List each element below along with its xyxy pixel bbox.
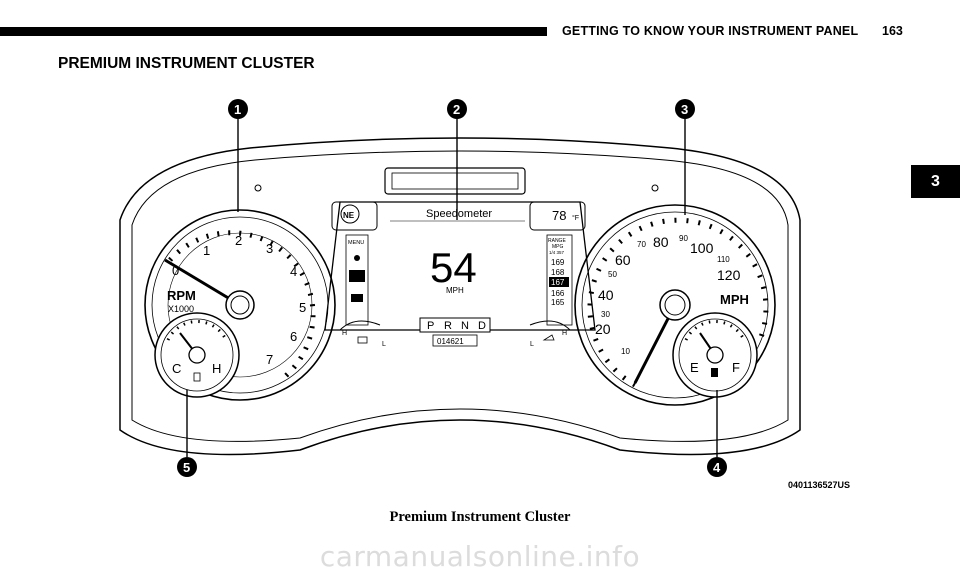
cluster-illustration: 1 2 3 4 5 6 7 0 RPM X1000 C H NE Speedom… bbox=[119, 99, 850, 490]
speed-50: 50 bbox=[608, 270, 617, 279]
left-small-gauge-high: H bbox=[342, 330, 347, 337]
gear-n: N bbox=[461, 320, 469, 332]
tach-number-2: 2 bbox=[235, 233, 242, 248]
page-number: 163 bbox=[882, 24, 903, 38]
range-value-165: 165 bbox=[551, 298, 565, 307]
oil-can-icon bbox=[354, 255, 360, 261]
speed-80: 80 bbox=[653, 234, 669, 250]
callout-1: 1 bbox=[228, 99, 248, 212]
svg-text:2: 2 bbox=[453, 102, 460, 117]
menu-selection bbox=[349, 270, 365, 282]
chapter-tab[interactable]: 3 bbox=[911, 165, 960, 198]
watermark[interactable]: carmanualsonline.info bbox=[319, 540, 641, 573]
tach-number-5: 5 bbox=[299, 300, 306, 315]
outside-temp-unit: °F bbox=[572, 214, 579, 222]
compass-heading: NE bbox=[343, 211, 355, 220]
speed-60: 60 bbox=[615, 252, 631, 268]
svg-text:5: 5 bbox=[183, 460, 190, 475]
range-value-selected: 167 bbox=[551, 278, 565, 287]
gear-r: R bbox=[444, 320, 452, 332]
speed-70: 70 bbox=[637, 240, 646, 249]
coolant-icon bbox=[193, 372, 201, 382]
range-unit: MPG bbox=[552, 244, 564, 250]
callout-2: 2 bbox=[447, 99, 467, 220]
fuel-pump-icon bbox=[711, 368, 718, 377]
callout-5: 5 bbox=[177, 390, 197, 477]
tach-unit: RPM bbox=[167, 288, 196, 303]
range-label: RANGE bbox=[548, 238, 566, 244]
temp-high-label: H bbox=[212, 361, 221, 376]
svg-text:1: 1 bbox=[234, 102, 241, 117]
temp-low-label: C bbox=[172, 361, 181, 376]
digital-speed: 54 bbox=[430, 244, 477, 291]
battery-icon bbox=[357, 336, 368, 344]
speed-20: 20 bbox=[595, 321, 611, 337]
figure-caption: Premium Instrument Cluster bbox=[389, 509, 571, 525]
center-display: NE Speedometer 78 °F MENU 54 MPH RANGE M… bbox=[324, 201, 596, 348]
range-value-169: 169 bbox=[551, 258, 565, 267]
speed-40: 40 bbox=[598, 287, 614, 303]
tach-number-3: 3 bbox=[266, 241, 273, 256]
temperature-gauge: C H bbox=[154, 312, 240, 398]
svg-text:3: 3 bbox=[681, 102, 688, 117]
display-title: Speedometer bbox=[426, 208, 492, 220]
tach-number-0: 0 bbox=[172, 263, 179, 278]
callout-4: 4 bbox=[707, 390, 727, 477]
speedometer-unit: MPH bbox=[720, 292, 749, 307]
speed-30: 30 bbox=[601, 310, 610, 319]
right-small-gauge-high: H bbox=[562, 330, 567, 337]
callout-3: 3 bbox=[675, 99, 695, 215]
odometer: 014621 bbox=[437, 337, 464, 346]
speed-100: 100 bbox=[690, 240, 714, 256]
gear-d: D bbox=[478, 320, 486, 332]
tachometer: 1 2 3 4 5 6 7 0 RPM X1000 bbox=[144, 209, 336, 401]
menu-label: MENU bbox=[348, 240, 364, 246]
tach-multiplier: X1000 bbox=[168, 304, 194, 314]
speed-110: 110 bbox=[717, 255, 730, 264]
gear-p: P bbox=[427, 320, 434, 332]
part-code: 0401136527US bbox=[788, 480, 850, 490]
speed-120: 120 bbox=[717, 267, 741, 283]
left-small-gauge-low: L bbox=[382, 341, 386, 348]
outside-temp: 78 bbox=[552, 208, 566, 223]
tach-number-7: 7 bbox=[266, 352, 273, 367]
speed-10: 10 bbox=[621, 347, 630, 356]
fuel-gauge: E F bbox=[672, 312, 758, 398]
fuel-empty-label: E bbox=[690, 360, 699, 375]
running-header: GETTING TO KNOW YOUR INSTRUMENT PANEL bbox=[562, 24, 859, 38]
range-sub: 1/4 357 bbox=[549, 250, 565, 255]
digital-speed-unit: MPH bbox=[446, 286, 464, 295]
section-title: PREMIUM INSTRUMENT CLUSTER bbox=[58, 55, 315, 72]
tach-number-4: 4 bbox=[290, 264, 297, 279]
tach-number-1: 1 bbox=[203, 243, 210, 258]
range-value-168: 168 bbox=[551, 268, 565, 277]
range-value-166: 166 bbox=[551, 289, 565, 298]
fuel-full-label: F bbox=[732, 360, 740, 375]
vehicle-icon bbox=[351, 294, 363, 302]
speed-90: 90 bbox=[679, 234, 688, 243]
instrument-cluster-figure: 1 2 3 4 5 6 7 0 RPM X1000 C H NE Speedom… bbox=[100, 90, 850, 505]
speedometer: 20 40 60 80 100 120 10 30 50 70 90 110 M… bbox=[574, 204, 776, 406]
header-rule bbox=[0, 27, 547, 36]
tach-number-6: 6 bbox=[290, 329, 297, 344]
oil-pressure-icon bbox=[542, 334, 555, 341]
svg-text:4: 4 bbox=[713, 460, 721, 475]
right-small-gauge-low: L bbox=[530, 341, 534, 348]
